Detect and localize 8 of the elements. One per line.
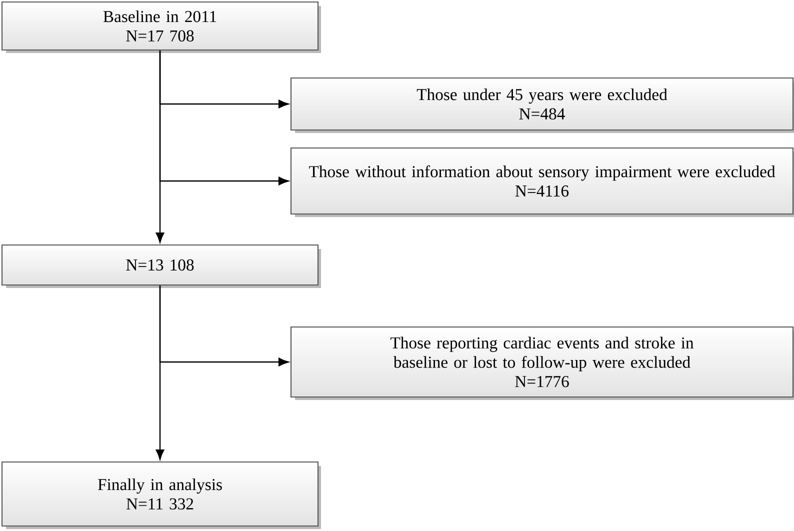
arrow bbox=[159, 50, 289, 186]
process-box: Those without information about sensory impairment were excluded N=4116 bbox=[290, 147, 794, 215]
process-box: Baseline in 2011 N=17 708 bbox=[1, 1, 319, 51]
process-box: Finally in analysis N=11 332 bbox=[1, 461, 319, 527]
process-box: N=13 108 bbox=[1, 244, 319, 286]
arrow bbox=[159, 286, 289, 366]
process-box: Those reporting cardiac events and stroke in baseline or lost to follow-up were excluded N=1776 bbox=[290, 326, 794, 398]
process-box: Those under 45 years were excluded N=484 bbox=[290, 77, 794, 131]
